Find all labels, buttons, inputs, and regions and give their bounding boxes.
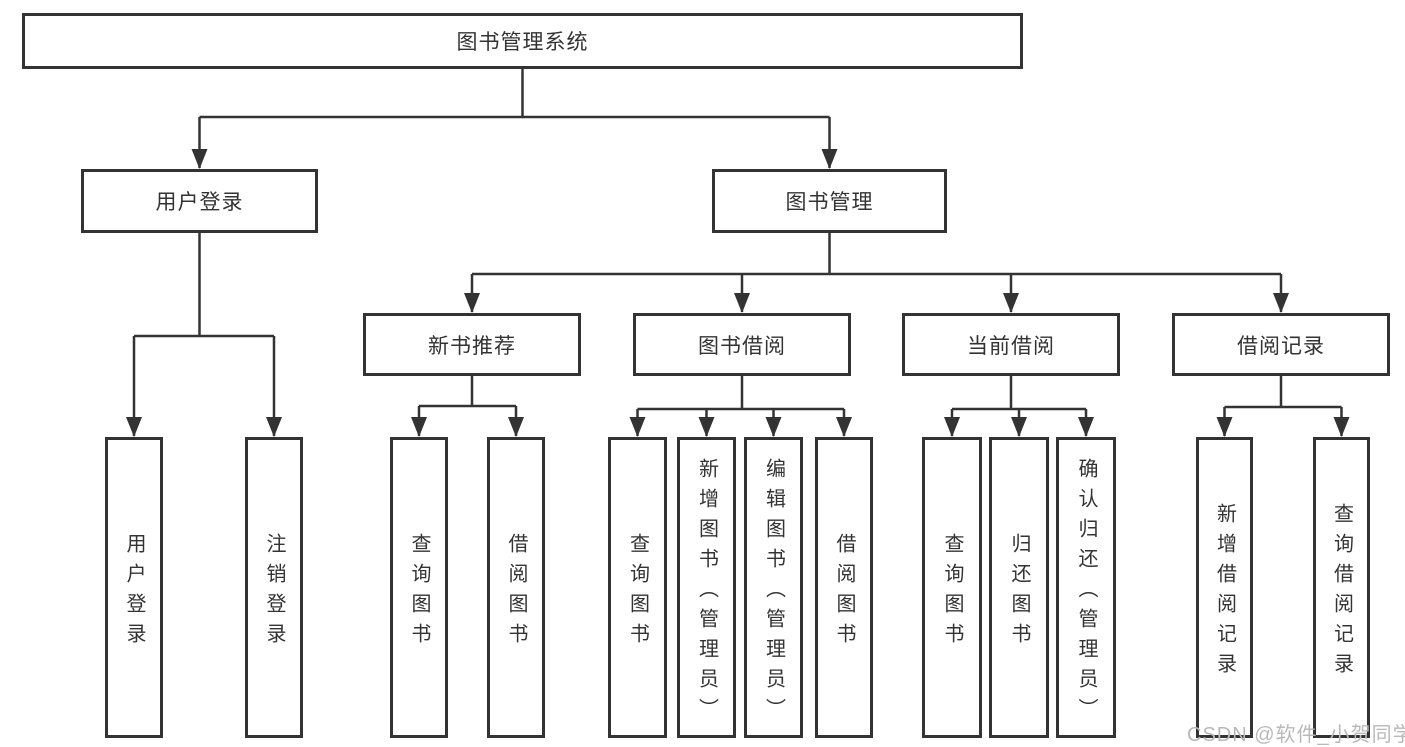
node-root: 图书管理系统	[22, 13, 1023, 69]
leaf-records-add-record: 新增借阅记录	[1196, 437, 1253, 738]
node-user-login: 用户登录	[81, 169, 318, 233]
leaf-current-query-books-label: 查询图书	[941, 532, 963, 653]
leaf-borrowing-borrow-books: 借阅图书	[815, 437, 873, 738]
leaf-records-add-record-label: 新增借阅记录	[1213, 502, 1236, 683]
connector-skeleton	[134, 69, 1342, 411]
leaf-records-query-record-label: 查询借阅记录	[1330, 502, 1353, 683]
leaf-borrowing-query-books-label: 查询图书	[626, 532, 649, 653]
leaf-records-query-record: 查询借阅记录	[1313, 437, 1370, 738]
leaf-user-login: 用户登录	[105, 437, 163, 738]
node-book-management-label: 图书管理	[785, 191, 874, 214]
leaf-user-login-label: 用户登录	[123, 532, 145, 653]
leaf-current-return-books: 归还图书	[989, 437, 1049, 738]
node-current-borrowing: 当前借阅	[902, 313, 1120, 376]
leaf-current-query-books: 查询图书	[922, 437, 982, 738]
leaf-logout-login-label: 注销登录	[263, 532, 285, 653]
leaf-borrowing-edit-books-admin: 编辑图书（管理员）	[744, 437, 803, 738]
leaf-borrowing-borrow-books-label: 借阅图书	[833, 532, 855, 653]
node-user-login-label: 用户登录	[155, 191, 244, 214]
leaf-borrowing-edit-books-admin-label: 编辑图书（管理员）	[762, 457, 785, 728]
node-book-management: 图书管理	[712, 169, 947, 233]
node-current-borrowing-label: 当前借阅	[967, 334, 1055, 358]
node-borrowing-records: 借阅记录	[1172, 313, 1390, 376]
node-new-book-recommendation: 新书推荐	[363, 313, 581, 376]
leaf-current-confirm-return-admin-label: 确认归还（管理员）	[1075, 457, 1097, 728]
leaf-recommend-query-books: 查询图书	[390, 437, 448, 738]
node-new-book-recommendation-label: 新书推荐	[428, 334, 516, 358]
leaf-recommend-borrow-books: 借阅图书	[487, 437, 545, 738]
leaf-borrowing-add-books-admin: 新增图书（管理员）	[677, 437, 736, 738]
leaf-recommend-query-books-label: 查询图书	[408, 532, 430, 653]
node-book-borrowing: 图书借阅	[633, 313, 851, 376]
connector-arrows	[126, 117, 1350, 437]
leaf-recommend-borrow-books-label: 借阅图书	[505, 532, 527, 653]
csdn-watermark: CSDN @软件_小贺同学	[1187, 724, 1405, 746]
leaf-borrowing-query-books: 查询图书	[608, 437, 667, 738]
node-root-label: 图书管理系统	[456, 31, 589, 54]
node-borrowing-records-label: 借阅记录	[1237, 334, 1325, 358]
leaf-current-return-books-label: 归还图书	[1008, 532, 1030, 653]
leaf-current-confirm-return-admin: 确认归还（管理员）	[1056, 437, 1116, 738]
leaf-logout-login: 注销登录	[245, 437, 303, 738]
leaf-borrowing-add-books-admin-label: 新增图书（管理员）	[695, 457, 718, 728]
node-book-borrowing-label: 图书借阅	[698, 334, 786, 358]
